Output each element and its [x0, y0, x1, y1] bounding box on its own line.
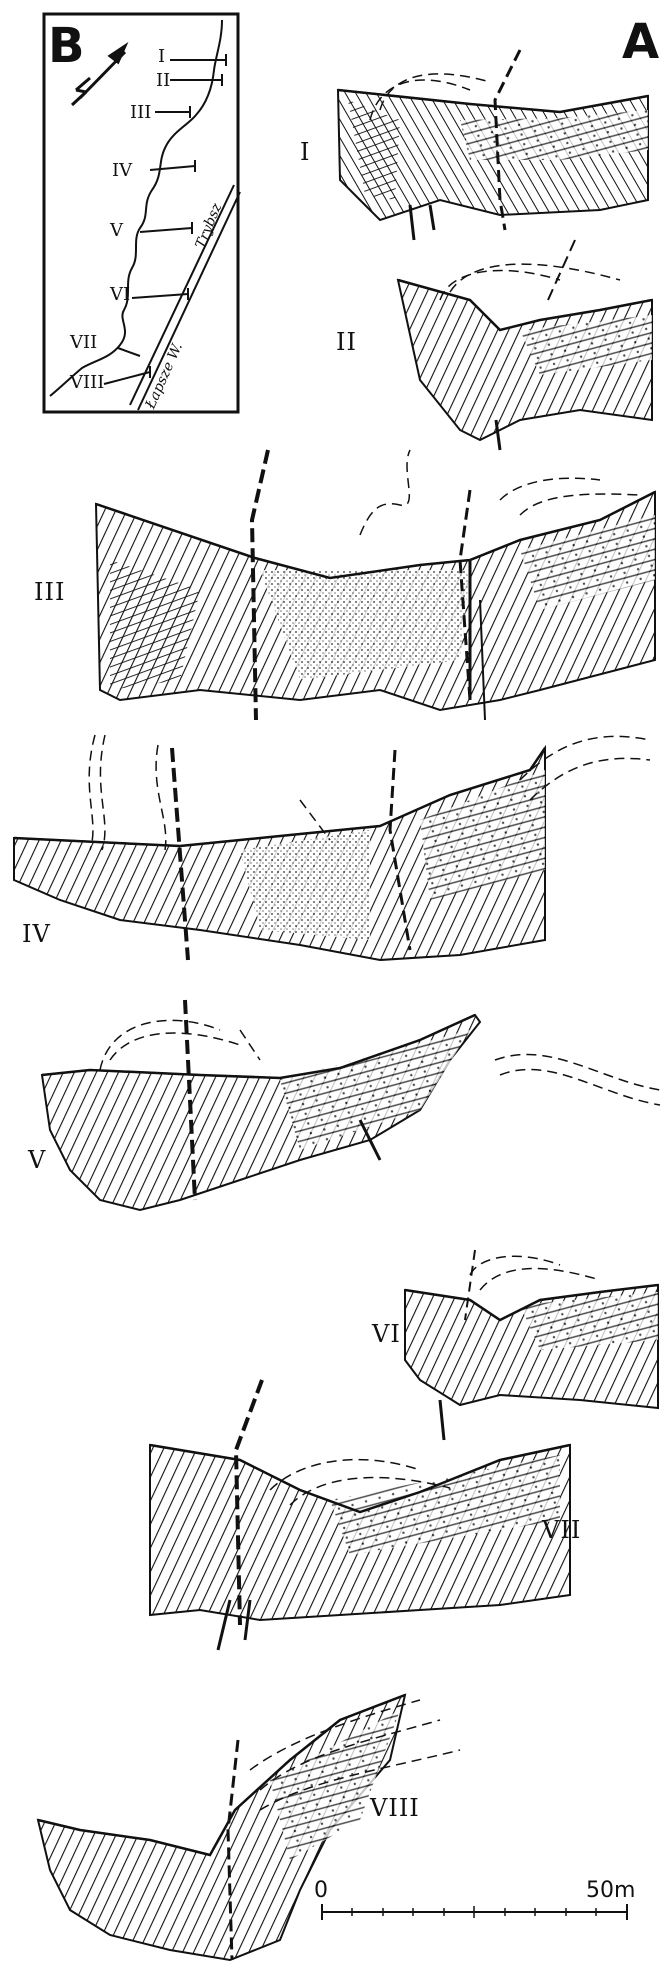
section-label-viii: VIII: [370, 1796, 420, 1820]
section-vi: [405, 1250, 658, 1440]
section-iv: [14, 735, 650, 960]
section-label-vi: VI: [372, 1322, 401, 1346]
section-label-ii: II: [336, 330, 357, 354]
scale-label-end: 50m: [586, 1878, 635, 1903]
section-label-vii: VII: [542, 1518, 581, 1542]
section-label-v: V: [28, 1148, 46, 1172]
section-iii: [96, 450, 655, 720]
section-ii: [398, 240, 652, 450]
section-viii: [38, 1695, 460, 1960]
section-vii: [150, 1380, 570, 1650]
scale-bar: [322, 1904, 627, 1920]
section-label-iii: III: [34, 580, 65, 604]
section-v: [42, 1000, 660, 1210]
scale-label-start: 0: [314, 1878, 328, 1903]
section-i: [338, 50, 648, 240]
section-label-iv: IV: [22, 922, 51, 946]
section-label-i: I: [300, 140, 310, 164]
